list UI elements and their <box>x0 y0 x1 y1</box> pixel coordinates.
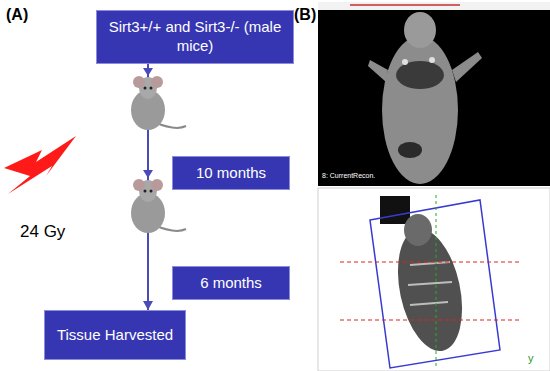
box-text: Tissue Harvested <box>57 326 173 345</box>
group-box: Sirt3+/+ and Sirt3-/- (male mice) <box>96 10 294 64</box>
arrowhead <box>143 301 153 310</box>
arrowhead <box>143 170 153 178</box>
mouse-icon <box>131 76 186 130</box>
ct-slice-image <box>318 2 550 186</box>
lightning-bolt <box>4 136 76 194</box>
timepoint-box: 10 months <box>172 156 290 190</box>
outcome-box: Tissue Harvested <box>44 310 186 360</box>
arrowhead <box>143 68 153 76</box>
box-text: 10 months <box>196 164 266 183</box>
box-text: 6 months <box>200 274 262 293</box>
timepoint-box: 6 months <box>172 266 290 300</box>
panel-label: (A) <box>6 6 28 24</box>
3d-render-image <box>318 188 550 371</box>
axis-label: y <box>528 352 534 364</box>
dose-label: 24 Gy <box>20 222 65 242</box>
panel-label: (B) <box>294 6 316 24</box>
image-caption: 8: CurrentRecon. <box>322 172 375 179</box>
box-text: Sirt3+/+ and Sirt3-/- (male mice) <box>105 18 285 56</box>
